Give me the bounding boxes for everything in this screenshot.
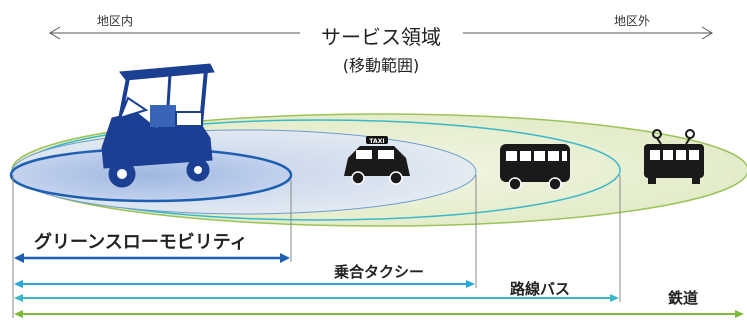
page-subtitle: (移動範囲): [343, 56, 420, 75]
outside-area-label: 地区外: [614, 14, 650, 28]
rail-label: 鉄道: [668, 289, 698, 307]
range-arrows: グリーンスローモビリティ 乗合タクシー 路線バス 鉄道: [14, 231, 744, 318]
bus-arrowhead-left: [14, 294, 23, 302]
slow-mobility-label: グリーンスローモビリティ: [34, 231, 248, 253]
golf-cart-icon: [101, 63, 215, 188]
left-arrowhead: [49, 26, 61, 40]
right-arrowhead: [701, 26, 713, 40]
inside-area-label: 地区内: [97, 14, 133, 28]
taxi-arrowhead-left: [14, 280, 23, 288]
bus-label: 路線バス: [510, 280, 570, 298]
taxi-icon: TAXI: [344, 136, 410, 185]
rail-arrowhead-left: [14, 310, 23, 318]
rail-arrowhead-right: [735, 310, 744, 318]
bus-arrowhead-right: [610, 294, 619, 302]
slow-mobility-arrowhead-left: [14, 253, 24, 263]
taxi-label: 乗合タクシー: [334, 263, 424, 281]
taxi-sign: TAXI: [369, 138, 384, 145]
header: 地区内 地区外 サービス領域 (移動範囲): [49, 14, 713, 75]
slow-mobility-arrowhead-right: [280, 253, 290, 263]
bus-icon: [500, 144, 570, 191]
taxi-arrowhead-right: [466, 280, 475, 288]
range-boundaries: [12, 175, 621, 318]
train-icon: [644, 129, 704, 184]
page-title: サービス領域: [321, 25, 441, 49]
